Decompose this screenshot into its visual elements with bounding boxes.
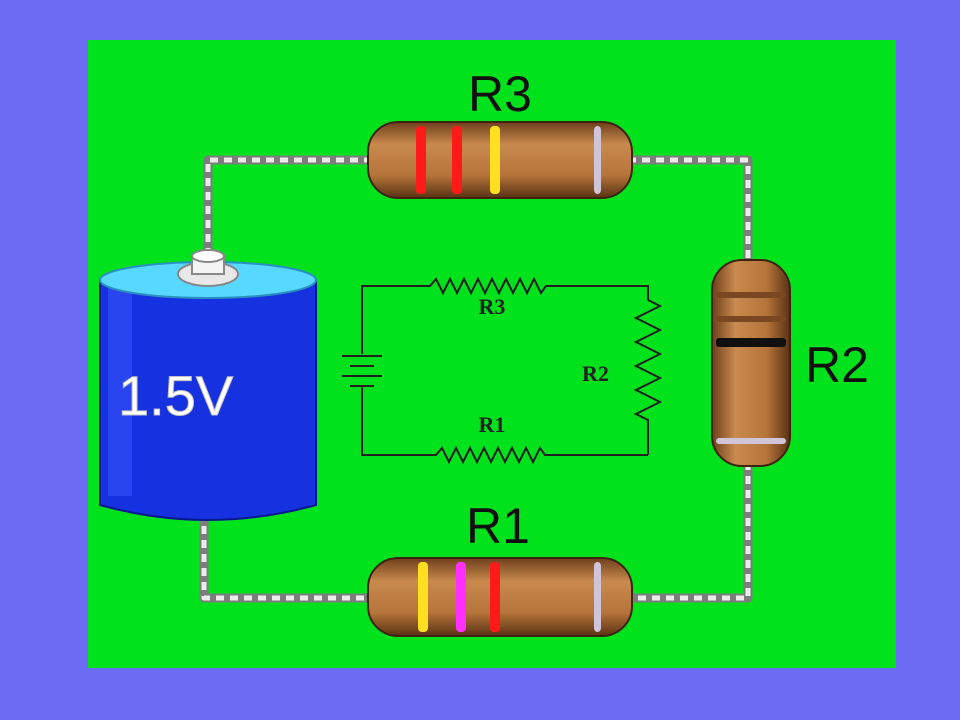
wires: [199, 155, 753, 603]
schematic-r3-label: R3: [479, 294, 506, 319]
schematic-r2-label: R2: [582, 361, 609, 386]
r1-band-2: [456, 562, 466, 632]
schematic-resistor-r2: [633, 299, 663, 455]
battery-voltage-label: 1.5V: [118, 364, 234, 427]
r3-band-2: [452, 126, 462, 194]
r3-band-4: [594, 126, 601, 194]
r2-band-3: [716, 338, 786, 347]
wire-top-left: [203, 155, 378, 270]
r2-band-2: [716, 316, 786, 322]
r1-band-1: [418, 562, 428, 632]
r2-body: [711, 259, 791, 467]
battery-highlight: [108, 286, 132, 496]
r2-label: R2: [805, 337, 869, 393]
battery: 1.5V: [99, 249, 317, 521]
schematic-battery: [342, 355, 382, 392]
resistor-r3: R3: [367, 66, 633, 199]
schematic: [342, 276, 663, 465]
r1-band-3: [490, 562, 500, 632]
r1-label: R1: [466, 498, 530, 554]
schematic-wire-bottom: [361, 392, 648, 465]
r2-band-4: [716, 438, 786, 444]
r3-band-1: [416, 126, 426, 194]
resistor-r1: R1: [367, 498, 633, 637]
r1-band-4: [594, 562, 601, 632]
r2-band-1: [716, 292, 786, 298]
r3-band-3: [490, 126, 500, 194]
schematic-r1-label: R1: [479, 412, 506, 437]
r3-label: R3: [468, 66, 532, 122]
battery-body: [99, 279, 317, 521]
schematic-wire-top: [361, 276, 649, 354]
resistor-r2: R2: [711, 259, 869, 467]
